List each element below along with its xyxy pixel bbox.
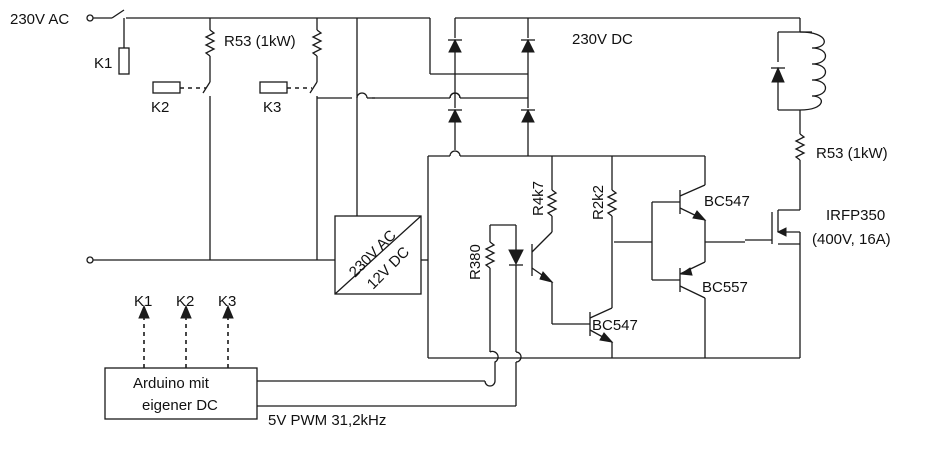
label-r380: R380 — [467, 244, 484, 280]
label-r53-left: R53 (1kW) — [224, 33, 296, 50]
label-arduino-line1: Arduino mit — [133, 375, 210, 392]
label-k1: K1 — [94, 55, 112, 72]
label-mosfet-rating: (400V, 16A) — [812, 231, 891, 248]
label-k2: K2 — [151, 99, 169, 116]
ac-neutral-rail — [86, 256, 335, 264]
relay-k1 — [118, 18, 130, 75]
label-bc547-top: BC547 — [704, 193, 750, 210]
label-r53-right: R53 (1kW) — [816, 145, 888, 162]
ac-feed-wires — [317, 18, 528, 216]
label-arduino-line2: eigener DC — [142, 397, 218, 414]
label-mosfet-name: IRFP350 — [826, 207, 885, 224]
push-pull-driver — [614, 184, 745, 358]
label-bc547-bottom: BC547 — [592, 317, 638, 334]
label-out-k2: K2 — [176, 293, 194, 310]
ground-bus — [427, 150, 800, 359]
load-path — [745, 18, 827, 358]
bridge-rectifier — [448, 17, 800, 156]
label-pwm: 5V PWM 31,2kHz — [268, 412, 386, 429]
right-heater-branch — [259, 18, 323, 260]
arduino-section — [104, 304, 522, 420]
bc547-lower — [552, 307, 614, 358]
label-out-k1: K1 — [134, 293, 152, 310]
psu-module: 230V AC 12V DC — [334, 215, 428, 295]
label-ac-input: 230V AC — [10, 11, 69, 28]
label-k3: K3 — [263, 99, 281, 116]
pullup-resistors — [546, 156, 618, 308]
label-bc557: BC557 — [702, 279, 748, 296]
label-dc-bus: 230V DC — [572, 31, 633, 48]
label-r2k2: R2k2 — [590, 185, 607, 220]
optocoupler — [484, 224, 554, 352]
label-out-k3: K3 — [218, 293, 236, 310]
label-r4k7: R4k7 — [530, 181, 547, 216]
ac-input-rail — [86, 9, 430, 22]
left-heater-branch — [152, 18, 216, 260]
